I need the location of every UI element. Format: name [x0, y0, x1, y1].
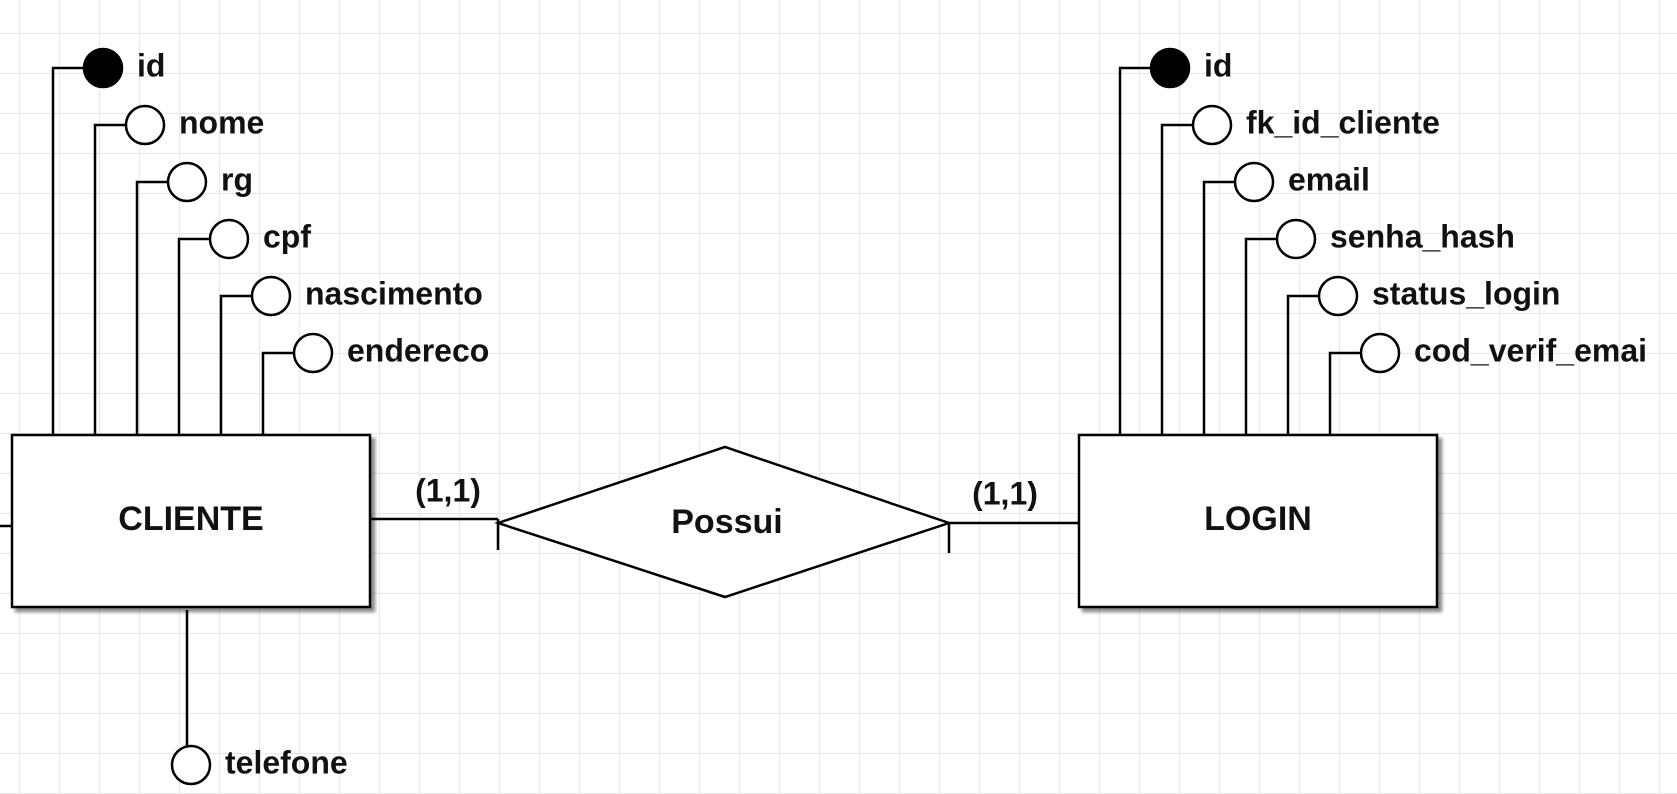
attribute-label: rg: [221, 161, 253, 197]
attribute-telefone-circle[interactable]: [170, 744, 212, 786]
primary-key-circle[interactable]: [82, 47, 124, 89]
cardinality-right-label: (1,1): [972, 475, 1038, 511]
attribute-telefone[interactable]: telefone: [170, 610, 348, 786]
attribute-connector: [93, 123, 126, 435]
attribute-label: endereco: [347, 332, 489, 368]
attribute-label: nome: [179, 104, 264, 140]
attribute-label: id: [137, 47, 165, 83]
attribute-connector: [51, 66, 84, 435]
attribute-circle[interactable]: [1317, 275, 1359, 317]
cardinality-left-label: (1,1): [415, 472, 481, 508]
attribute-login-status-login[interactable]: status_login: [1286, 275, 1560, 435]
attribute-label: status_login: [1372, 275, 1560, 311]
attribute-connector: [1286, 294, 1319, 435]
attribute-connector: [1328, 351, 1361, 435]
attribute-connector: [135, 180, 168, 435]
attribute-circle[interactable]: [1191, 104, 1233, 146]
attribute-login-fk-id-cliente[interactable]: fk_id_cliente: [1160, 104, 1440, 435]
attribute-connector: [1244, 237, 1277, 435]
relationship-label: Possui: [671, 503, 782, 541]
attribute-label: nascimento: [305, 275, 483, 311]
attribute-connector: [1160, 123, 1193, 435]
attribute-label: cod_verif_emai: [1414, 332, 1647, 368]
attribute-cliente-rg[interactable]: rg: [135, 161, 253, 435]
attribute-connector: [219, 294, 252, 435]
attribute-login-cod-verif-emai[interactable]: cod_verif_emai: [1328, 332, 1647, 435]
entity-login-box[interactable]: [1077, 433, 1439, 609]
attribute-circle[interactable]: [124, 104, 166, 146]
attribute-telefone-label: telefone: [225, 744, 348, 780]
attribute-connector: [1118, 66, 1151, 435]
attribute-login-senha-hash[interactable]: senha_hash: [1244, 218, 1515, 435]
attribute-label: cpf: [263, 218, 311, 254]
entity-cliente-box[interactable]: [10, 433, 372, 609]
attribute-cliente-nome[interactable]: nome: [93, 104, 264, 435]
attribute-connector: [1202, 180, 1235, 435]
attribute-label: senha_hash: [1330, 218, 1515, 254]
attribute-label: id: [1204, 47, 1232, 83]
attribute-label: fk_id_cliente: [1246, 104, 1440, 140]
attribute-connector: [177, 237, 210, 435]
attribute-cliente-cpf[interactable]: cpf: [177, 218, 311, 435]
relationship-diamond[interactable]: [494, 445, 953, 599]
attribute-circle[interactable]: [1275, 218, 1317, 260]
attribute-circle[interactable]: [292, 332, 334, 374]
attribute-connector: [261, 351, 294, 435]
attribute-label: email: [1288, 161, 1370, 197]
attribute-cliente-id[interactable]: id: [51, 47, 165, 435]
attribute-cliente-endereco[interactable]: endereco: [261, 332, 489, 435]
relationship-possui[interactable]: Possui (1,1) (1,1): [370, 445, 1079, 599]
attribute-circle[interactable]: [250, 275, 292, 317]
attribute-circle[interactable]: [1359, 332, 1401, 374]
attribute-circle[interactable]: [208, 218, 250, 260]
entity-cliente-label: CLIENTE: [118, 500, 263, 538]
entity-login[interactable]: LOGIN: [1077, 433, 1439, 609]
attribute-login-id[interactable]: id: [1118, 47, 1232, 435]
attribute-login-email[interactable]: email: [1202, 161, 1370, 435]
entity-cliente[interactable]: CLIENTE: [10, 433, 372, 609]
attribute-circle[interactable]: [166, 161, 208, 203]
entity-login-label: LOGIN: [1204, 500, 1312, 538]
attribute-circle[interactable]: [1233, 161, 1275, 203]
attribute-cliente-nascimento[interactable]: nascimento: [219, 275, 483, 435]
primary-key-circle[interactable]: [1149, 47, 1191, 89]
